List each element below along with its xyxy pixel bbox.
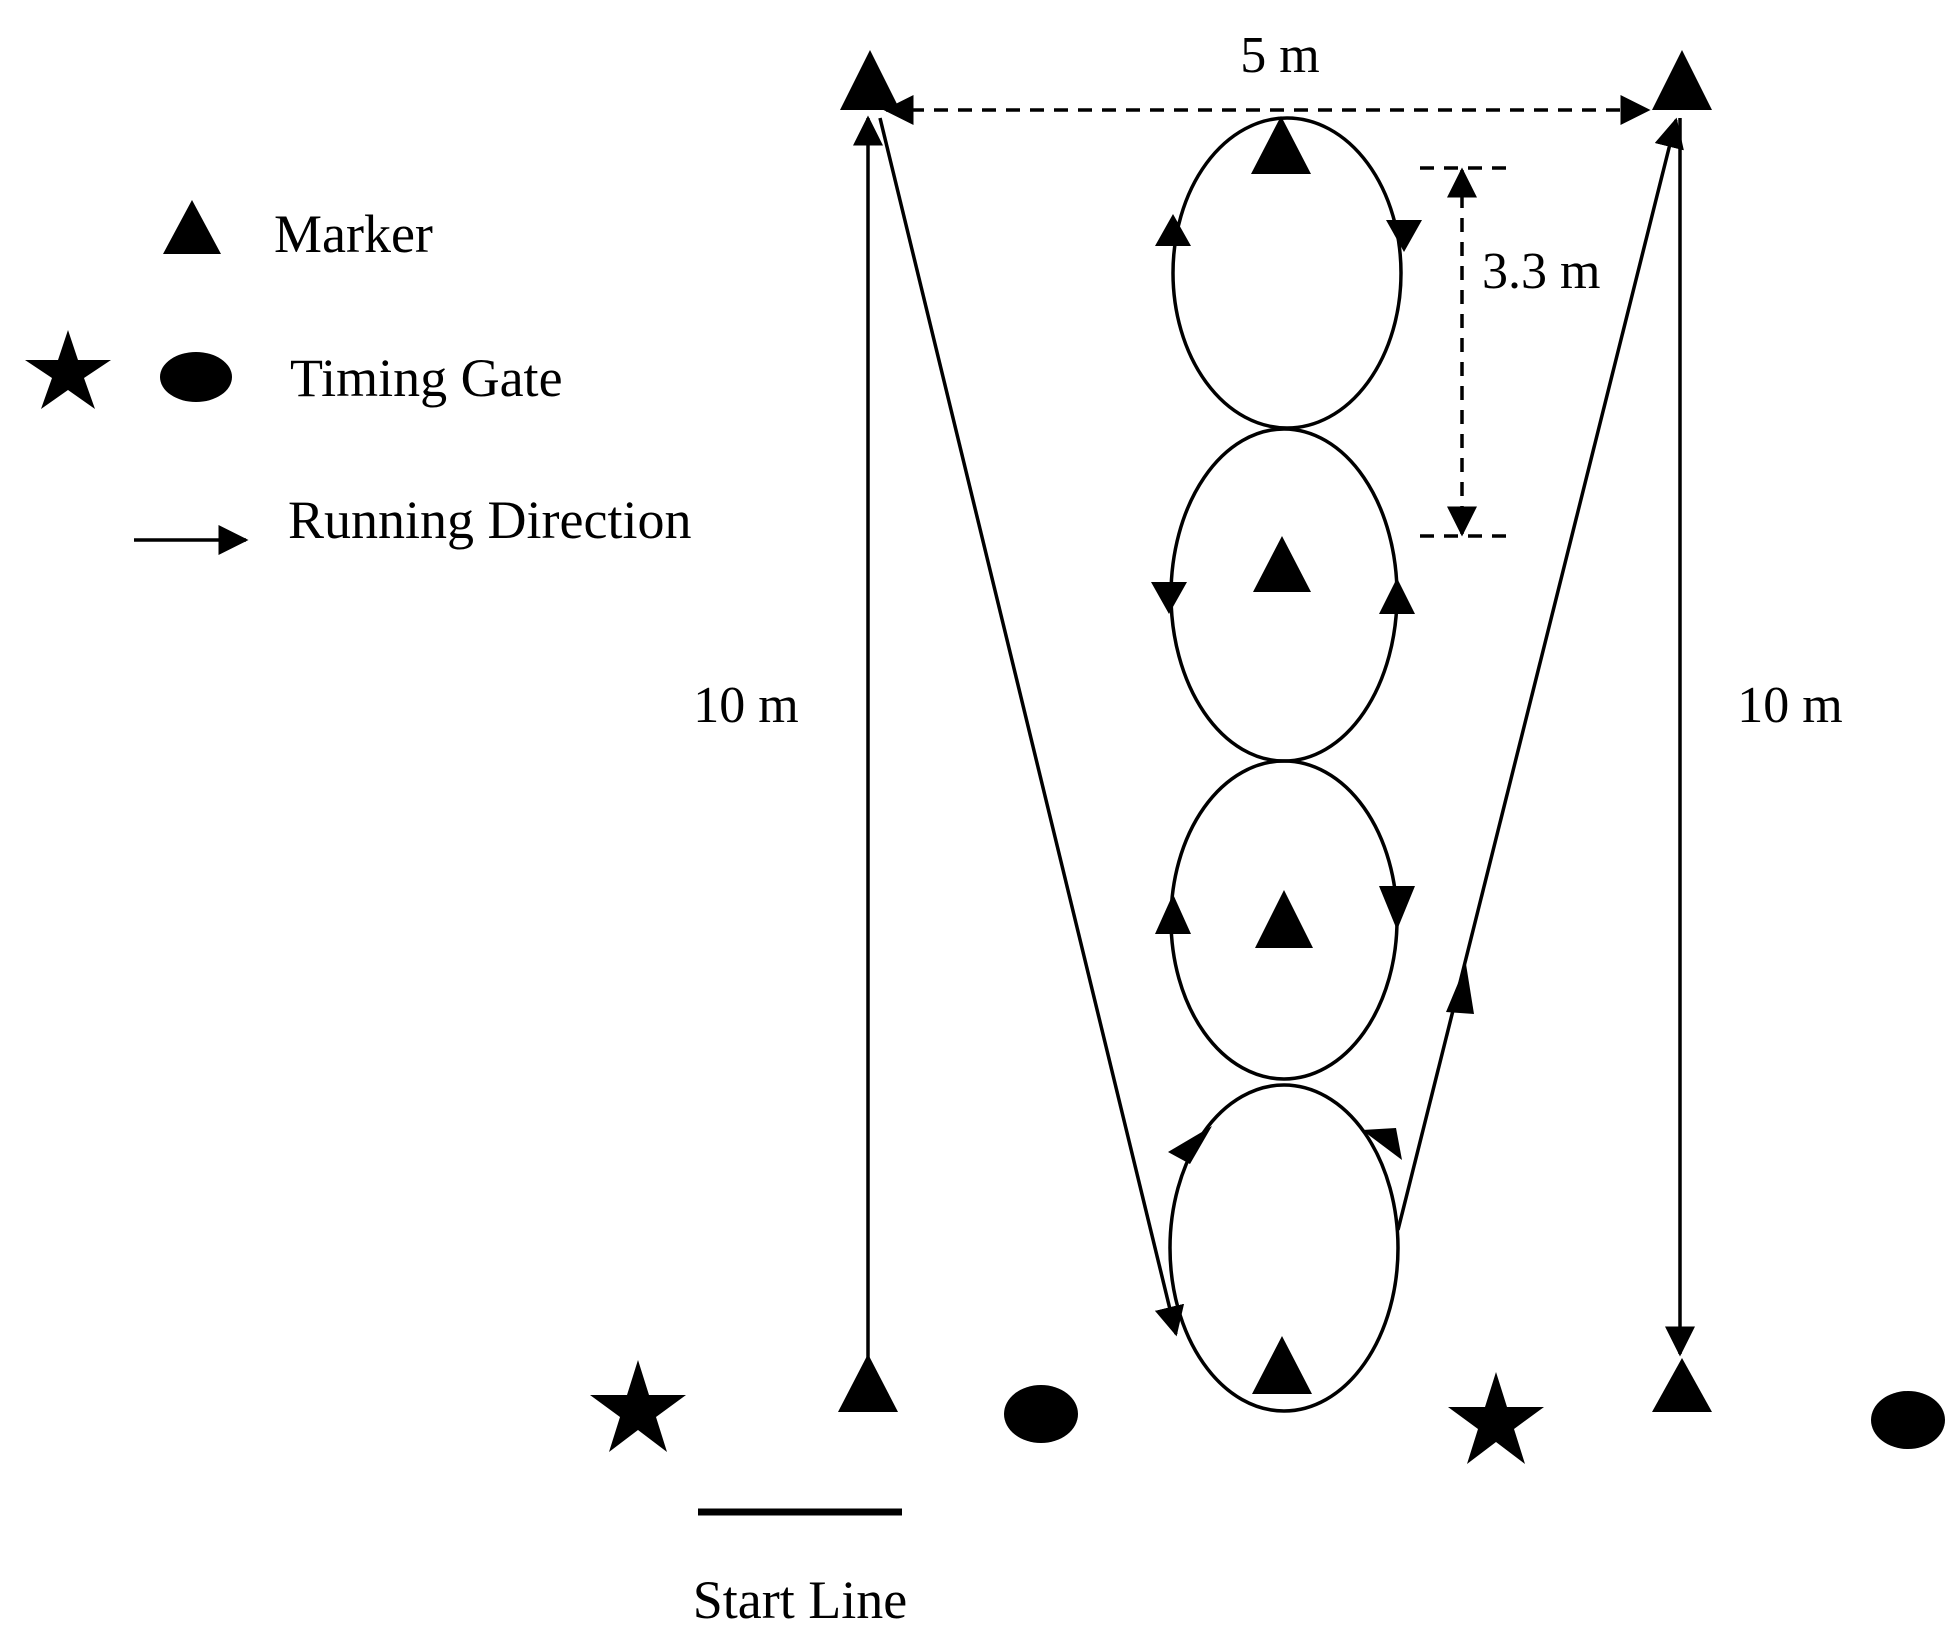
legend: Marker Timing Gate Running Direction	[25, 200, 691, 555]
width-dimension-label: 5 m	[1240, 27, 1319, 84]
left-lane: 10 m	[693, 115, 883, 1390]
right-diagonal-line	[1396, 117, 1684, 1231]
marker-bottom-right	[1652, 1358, 1712, 1412]
loop-2-left-down-arrow	[1151, 582, 1187, 614]
marker-circle-2	[1253, 536, 1311, 592]
legend-timing-gate-star-icon	[25, 330, 111, 409]
legend-marker-label: Marker	[274, 204, 433, 264]
left-length-label: 10 m	[693, 677, 798, 734]
legend-timing-gate-ellipse-icon	[160, 352, 232, 402]
start-line-label: Start Line	[693, 1570, 907, 1630]
loop-4-right-arrow	[1362, 1128, 1402, 1160]
loop-3-right-down-arrow	[1379, 886, 1415, 930]
legend-running-direction-label: Running Direction	[288, 490, 691, 550]
right-length-label: 10 m	[1737, 677, 1842, 734]
timing-gate-ellipse-right	[1871, 1391, 1945, 1449]
loop-1-right-down-arrow	[1386, 220, 1422, 252]
right-lane: 10 m	[1665, 118, 1843, 1357]
spacing-dimension-label: 3.3 m	[1482, 243, 1600, 300]
loop-4-left-arrow	[1168, 1126, 1212, 1164]
loop-circle-2	[1169, 427, 1399, 763]
marker-top-left	[840, 50, 900, 110]
timing-gate-star-left	[590, 1360, 686, 1452]
timing-gates	[590, 1360, 1945, 1464]
loop-circle-4	[1168, 1083, 1400, 1413]
loop-1-left-up-arrow	[1155, 214, 1191, 246]
spacing-dimension: 3.3 m	[1420, 166, 1600, 538]
right-diagonal-direction-arrow	[1446, 964, 1474, 1014]
marker-top-right	[1652, 50, 1712, 110]
loop-3-left-up-arrow	[1155, 894, 1191, 934]
loop-circles	[1151, 116, 1422, 1413]
legend-timing-gate-label: Timing Gate	[290, 348, 563, 408]
legend-marker-icon	[163, 200, 221, 254]
markers	[838, 50, 1712, 1412]
timing-gate-star-right	[1448, 1372, 1544, 1464]
marker-circle-3	[1255, 890, 1313, 948]
timing-gate-ellipse-left	[1004, 1385, 1078, 1443]
loop-2-right-up-arrow	[1379, 578, 1415, 614]
marker-circle-4	[1252, 1336, 1312, 1394]
marker-bottom-left	[838, 1354, 898, 1412]
width-dimension: 5 m	[883, 27, 1651, 125]
start-line: Start Line	[693, 1508, 907, 1630]
marker-circle-1	[1251, 116, 1311, 174]
left-diagonal-arrow	[878, 117, 1185, 1337]
